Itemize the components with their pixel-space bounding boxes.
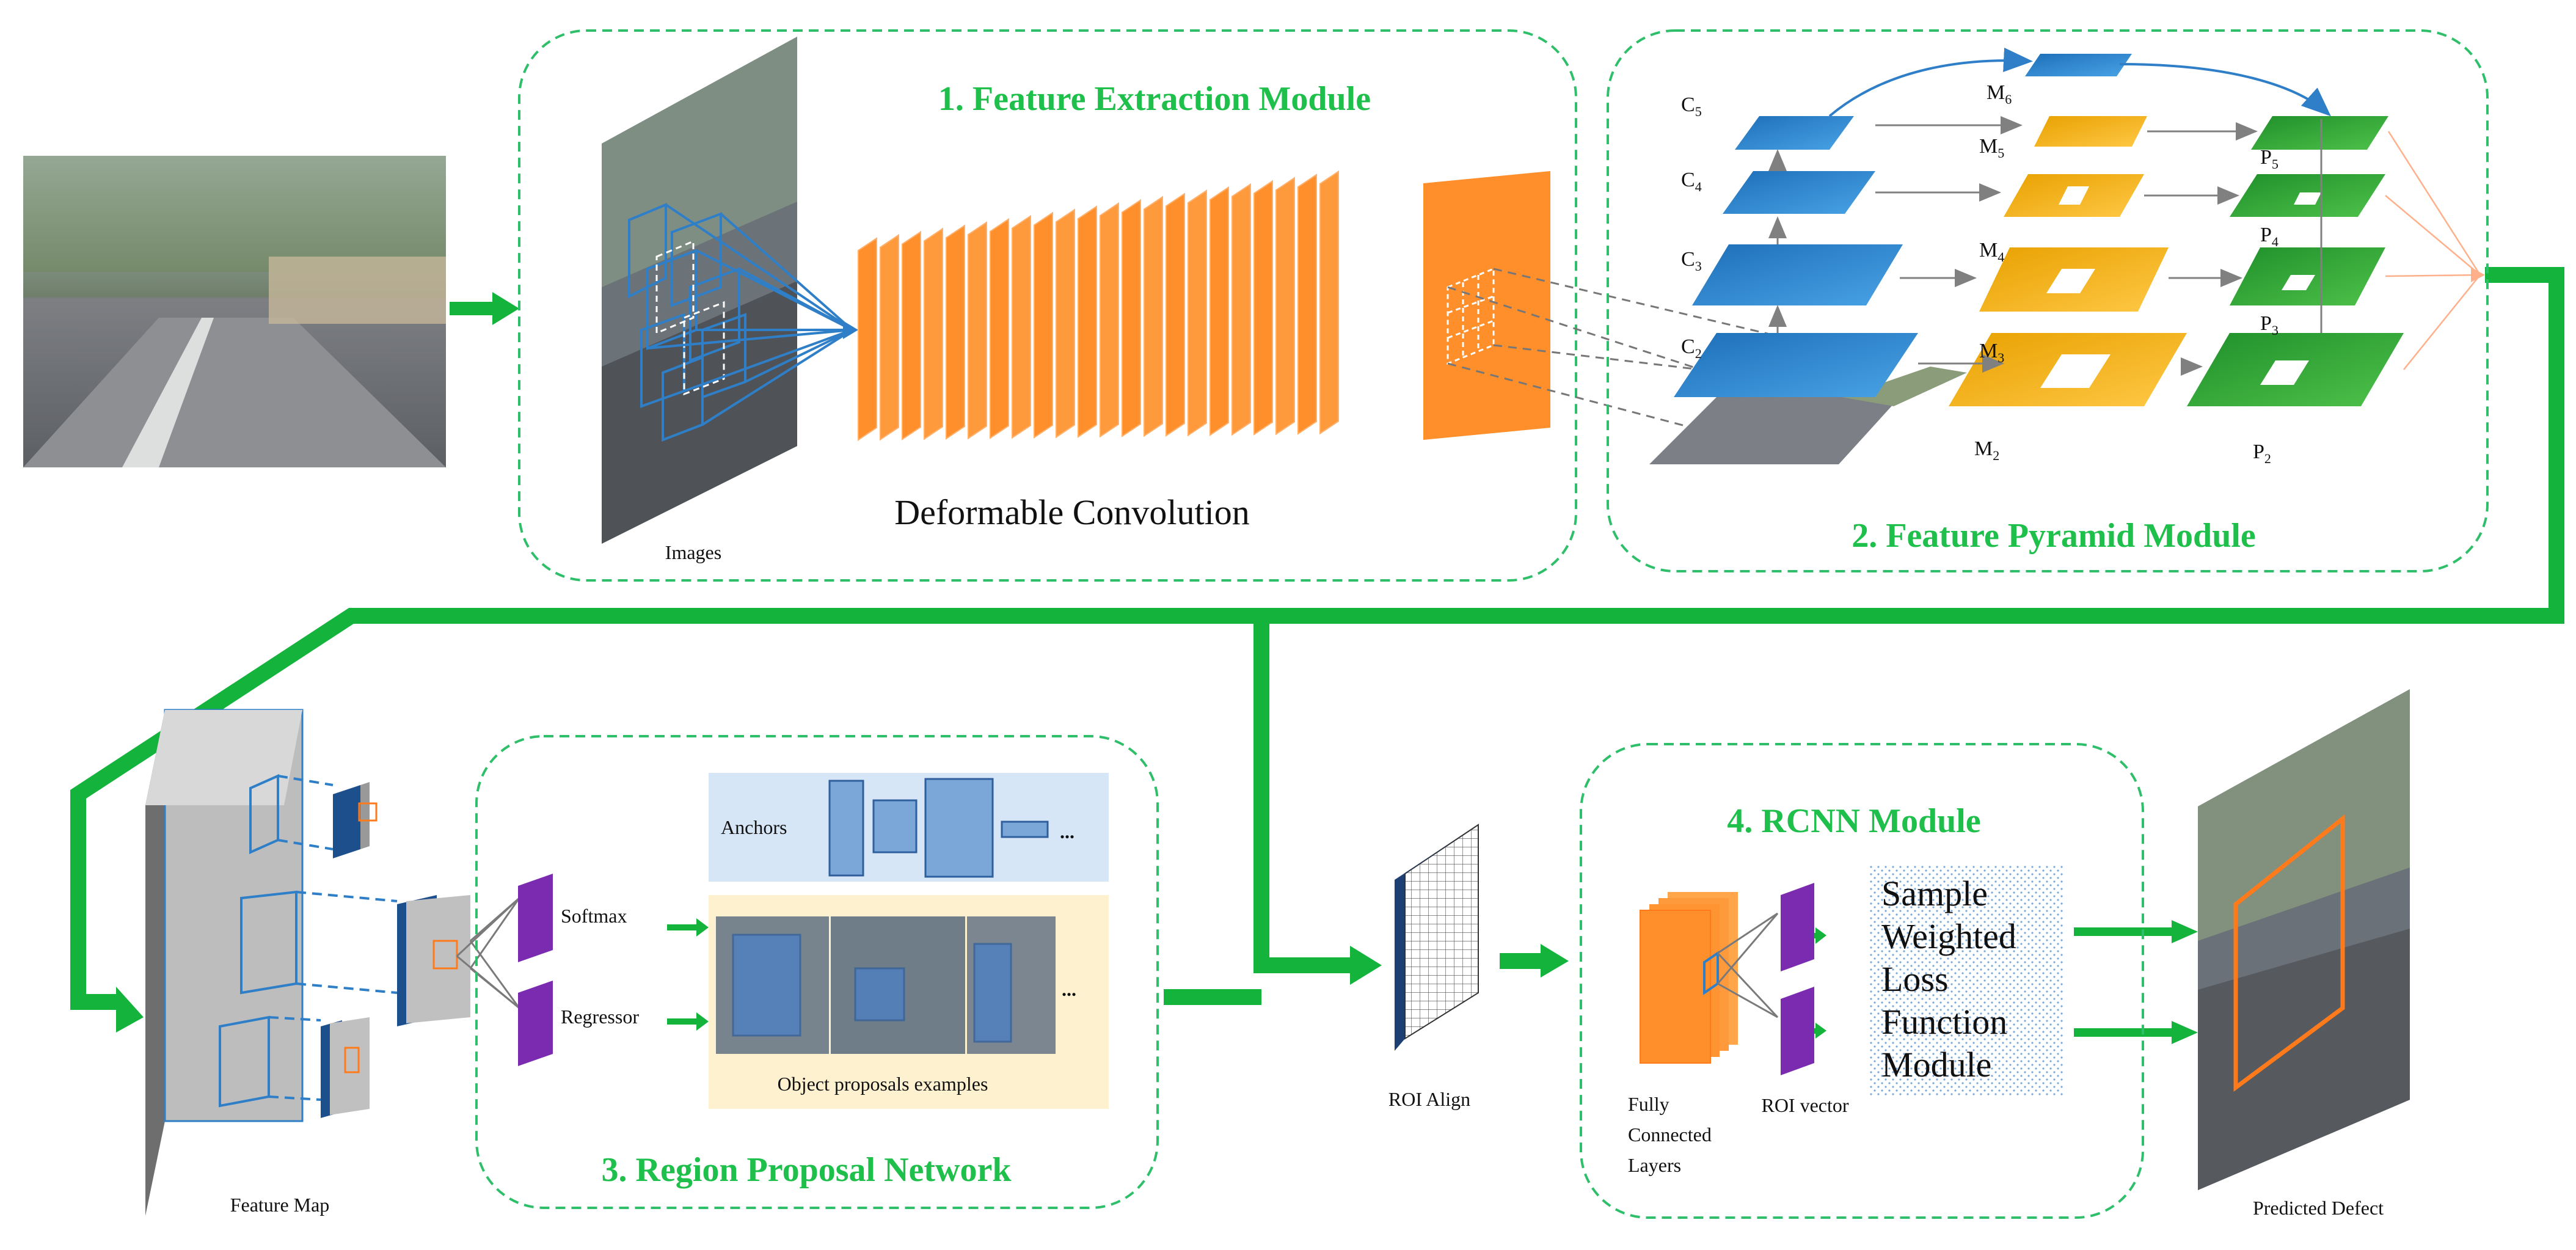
roi-align-label: ROI Align bbox=[1388, 1088, 1470, 1110]
softmax-bar bbox=[518, 874, 553, 962]
pyramid-label-m5: M5 bbox=[1979, 135, 2004, 161]
conv-layer bbox=[1297, 174, 1317, 435]
pyramid-label-c4: C4 bbox=[1681, 169, 1702, 194]
feature-extraction-module: 1. Feature Extraction Module bbox=[518, 29, 1577, 582]
conv-layer bbox=[1275, 177, 1295, 436]
conv-layer bbox=[1166, 192, 1185, 437]
feature-extraction-title: 1. Feature Extraction Module bbox=[938, 80, 1371, 118]
pyramid-label-p4: P4 bbox=[2260, 224, 2279, 249]
loss-line-3: Loss bbox=[1881, 959, 1949, 999]
vertical-connections bbox=[1768, 119, 2322, 333]
pyramid-label-m6: M6 bbox=[1987, 81, 2012, 107]
rcnn-module: 4. RCNN Module Fully Connected Layers RO… bbox=[1580, 743, 2144, 1219]
conv-layer bbox=[1012, 214, 1031, 439]
conv-front-face bbox=[1423, 171, 1550, 440]
pyramid-base-image bbox=[1649, 397, 1900, 464]
conv-layer bbox=[1144, 196, 1163, 437]
pyramid-label-m2: M2 bbox=[1974, 437, 1999, 463]
pyramid-label-p3: P3 bbox=[2260, 312, 2279, 338]
flow-arrows bbox=[70, 267, 2564, 1044]
images-label: Images bbox=[665, 541, 721, 563]
pyramid-label-c3: C3 bbox=[1681, 248, 1702, 274]
region-proposal-title: 3. Region Proposal Network bbox=[602, 1151, 1012, 1189]
conv-layer bbox=[924, 227, 943, 440]
conv-layer bbox=[1078, 205, 1097, 438]
conv-layer bbox=[946, 224, 965, 440]
roi-align bbox=[1395, 824, 1479, 1051]
anchors-label: Anchors bbox=[721, 816, 787, 838]
m6-connection bbox=[1828, 48, 2033, 117]
loss-line-2: Weighted bbox=[1881, 916, 2016, 956]
aggregation-lines bbox=[2385, 131, 2481, 370]
proposals-ellipsis: ... bbox=[1062, 978, 1076, 1000]
loss-line-1: Sample bbox=[1881, 874, 1988, 913]
p-layers bbox=[2187, 116, 2404, 406]
rcnn-title: 4. RCNN Module bbox=[1727, 802, 1980, 840]
pyramid-label-m3: M3 bbox=[1979, 340, 2004, 365]
fully-connected-label-1: Fully bbox=[1628, 1093, 1669, 1115]
fully-connected-label-2: Connected bbox=[1628, 1124, 1712, 1146]
conv-layer bbox=[1034, 211, 1053, 439]
fully-connected-layers bbox=[1640, 892, 1779, 1064]
pyramid-label-c5: C5 bbox=[1681, 93, 1702, 119]
conv-layer bbox=[968, 221, 987, 440]
feature-pyramid-module: 2. Feature Pyramid Module bbox=[1607, 29, 2489, 572]
softmax-label: Softmax bbox=[561, 905, 627, 927]
receptive-field bbox=[1447, 267, 1495, 365]
anchors-panel: Anchors ... bbox=[709, 773, 1109, 882]
conv-layer bbox=[880, 233, 899, 441]
fully-connected-label-3: Layers bbox=[1628, 1154, 1681, 1176]
object-proposals-label: Object proposals examples bbox=[778, 1073, 988, 1095]
proposals-panel: ... Object proposals examples bbox=[709, 895, 1109, 1109]
roi-vector-bar-1 bbox=[1781, 883, 1814, 971]
conv-layer bbox=[1122, 199, 1141, 437]
lateral-connections bbox=[1875, 116, 2258, 376]
deformable-convolution-label: Deformable Convolution bbox=[894, 492, 1250, 532]
roi-vector-label: ROI vector bbox=[1761, 1094, 1848, 1116]
conv-layer bbox=[1253, 180, 1273, 436]
anchors-ellipsis: ... bbox=[1060, 821, 1075, 842]
conv-layer bbox=[1231, 183, 1251, 436]
loss-line-4: Function bbox=[1881, 1002, 2007, 1042]
loss-line-5: Module bbox=[1881, 1045, 1991, 1084]
pyramid-label-m4: M4 bbox=[1979, 239, 2004, 265]
regressor-bar bbox=[518, 981, 553, 1066]
conv-layer bbox=[1210, 186, 1229, 436]
conv-layer bbox=[1056, 208, 1075, 439]
c-layers bbox=[1674, 54, 2132, 397]
conv-layer bbox=[902, 230, 921, 440]
m-layers bbox=[1949, 116, 2187, 406]
feature-pyramid-title: 2. Feature Pyramid Module bbox=[1852, 517, 2256, 555]
regressor-label: Regressor bbox=[561, 1006, 639, 1028]
roi-vector-bar-2 bbox=[1781, 987, 1814, 1075]
conv-layer bbox=[1100, 202, 1119, 438]
conv-layer bbox=[990, 217, 1009, 439]
input-road-image bbox=[23, 156, 446, 467]
predicted-defect-image bbox=[2198, 689, 2410, 1190]
pyramid-label-p5: P5 bbox=[2260, 146, 2279, 172]
deformable-conv-stack bbox=[858, 170, 1550, 441]
pyramid-label-p2: P2 bbox=[2253, 440, 2271, 466]
pyramid-label-c2: C2 bbox=[1681, 335, 1702, 361]
region-proposal-network: 3. Region Proposal Network Softmax Regre… bbox=[475, 735, 1159, 1209]
feature-map bbox=[145, 709, 520, 1216]
images-panel bbox=[602, 37, 858, 544]
conv-layer bbox=[1188, 189, 1207, 437]
conv-layer bbox=[858, 237, 877, 441]
loss-function-box: Sample Weighted Loss Function Module bbox=[1869, 864, 2063, 1095]
conv-layer bbox=[1319, 170, 1339, 435]
feature-map-label: Feature Map bbox=[230, 1194, 330, 1216]
predicted-defect-label: Predicted Defect bbox=[2253, 1197, 2384, 1219]
